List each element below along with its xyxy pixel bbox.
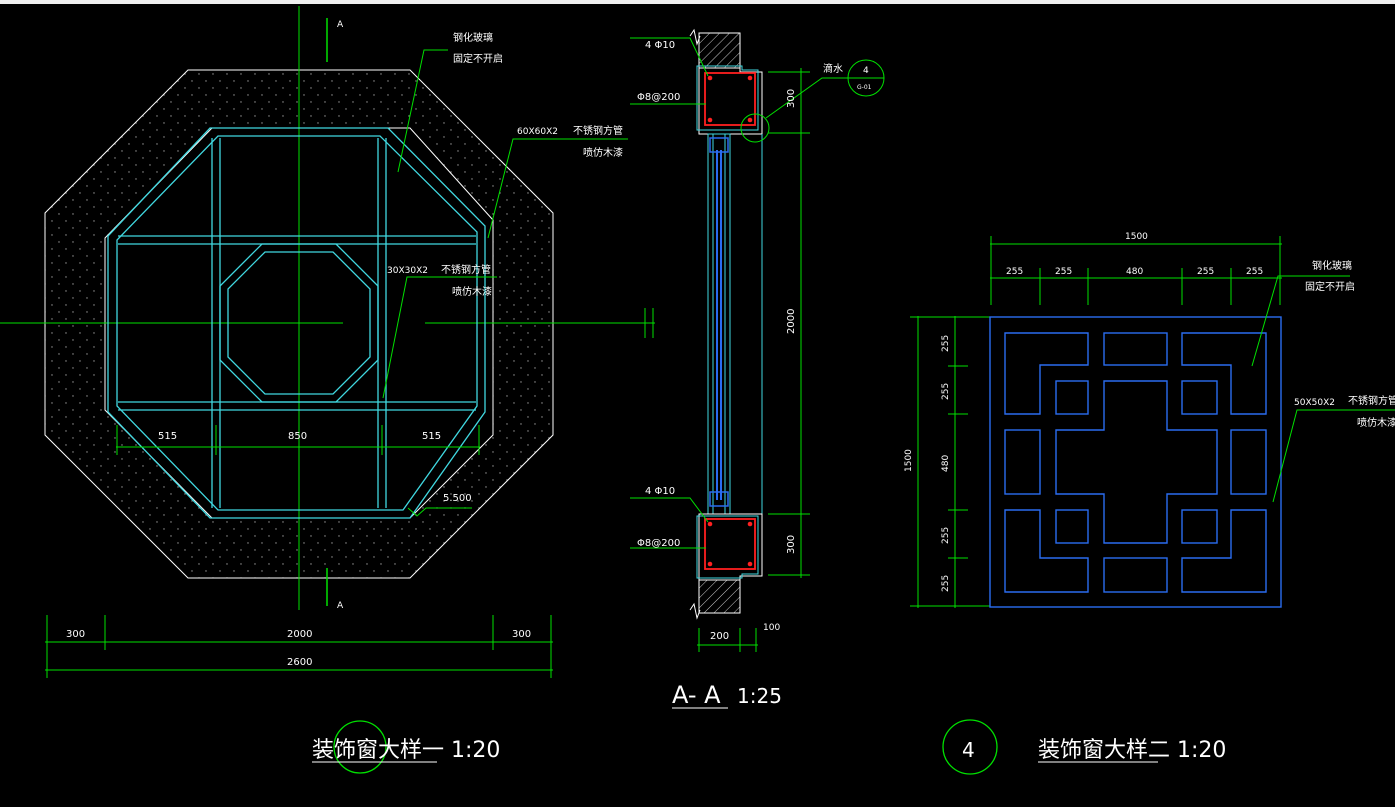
leader-tube30 — [382, 276, 497, 399]
detail1-title: 装饰窗大样一 1:20 — [312, 738, 500, 763]
leader-glass — [397, 49, 448, 173]
section-dim-mid: 2000 — [786, 309, 797, 334]
break-line-top — [689, 28, 701, 46]
dim-inner-left: 515 — [158, 431, 177, 442]
top-wall-hatch — [698, 32, 741, 69]
dim-top-total: 1500 — [1125, 232, 1148, 242]
dim-inner-mid: 850 — [288, 431, 307, 442]
section-title-scale: 1:25 — [737, 684, 782, 708]
rebar-top-label: 4 Φ10 — [645, 40, 675, 51]
elevation-value: 5.500 — [443, 493, 472, 504]
dim-top-4: 255 — [1197, 267, 1214, 277]
leader-tube60 — [487, 138, 628, 239]
top-beam-stirrup — [704, 72, 756, 126]
viewport-top-border — [0, 0, 1395, 4]
leader-drip — [765, 77, 848, 119]
bottom-beam-stirrup — [704, 518, 756, 570]
top-dimension-lines — [990, 236, 1282, 305]
left-dimension-lines — [910, 316, 990, 608]
section-dim-width: 200 — [710, 631, 729, 642]
section-letter-bottom: A — [337, 601, 344, 611]
dim-top-5: 255 — [1246, 267, 1263, 277]
dim-top-2: 255 — [1055, 267, 1072, 277]
window-profile — [707, 133, 763, 515]
dim-top-3: 480 — [1126, 267, 1143, 277]
note-tube30-size: 30X30X2 — [387, 266, 428, 276]
dim-inner-right: 515 — [422, 431, 441, 442]
note-tube30-line2: 喷仿木漆 — [452, 285, 492, 298]
dim-left-total: 1500 — [904, 449, 914, 472]
note-glass2-line1: 钢化玻璃 — [1312, 259, 1352, 272]
dim-total: 2600 — [287, 657, 312, 668]
leader-tube50 — [1272, 409, 1395, 503]
detail-callout-circle-small — [740, 113, 770, 143]
section-letter-top: A — [337, 20, 344, 30]
dim-left-2: 255 — [941, 383, 951, 400]
section-a-a: 4 Φ10 Φ8@200 4 Φ10 Φ8@200 滴水 4 G-01 300 … — [630, 28, 885, 709]
title-circle — [333, 720, 387, 774]
detail-square-window: 1500 255 255 480 255 255 1500 255 255 48… — [904, 232, 1395, 775]
lattice-pattern — [989, 316, 1282, 608]
top-beam-outline — [698, 67, 763, 135]
callout-number: 4 — [863, 66, 869, 76]
section-dim-offset: 100 — [763, 623, 780, 633]
break-line-bottom — [689, 602, 701, 620]
section-dim-top: 300 — [786, 89, 797, 108]
note-tube60-line2: 喷仿木漆 — [583, 146, 623, 159]
dim-left-5: 255 — [941, 575, 951, 592]
dim-left: 300 — [66, 629, 85, 640]
dim-right: 300 — [512, 629, 531, 640]
callout-sheet: G-01 — [857, 84, 872, 91]
section-horizontal-dimensions — [697, 628, 758, 652]
detail-octagon-window: A A 钢化玻璃 固定不开启 60X60X2 不锈钢方管 喷仿木漆 30X30X… — [0, 6, 655, 774]
leader-glass-2 — [1251, 275, 1350, 367]
leader-rebar-bottom — [630, 497, 709, 523]
bottom-wall-hatch — [698, 579, 741, 614]
top-beam-inner — [696, 65, 759, 131]
stirrup-top-label: Φ8@200 — [637, 92, 680, 103]
note-glass2-line2: 固定不开启 — [1305, 280, 1355, 293]
top-beam-rebars — [707, 75, 753, 123]
note-tube60-line1: 不锈钢方管 — [573, 124, 623, 137]
bottom-beam-rebars — [707, 521, 753, 567]
rebar-bottom-label: 4 Φ10 — [645, 486, 675, 497]
note-tube50-line1: 不锈钢方管 — [1348, 394, 1395, 407]
stirrup-bottom-label: Φ8@200 — [637, 538, 680, 549]
outer-frame-tube — [107, 127, 486, 519]
dim-top-1: 255 — [1006, 267, 1023, 277]
section-dim-bottom: 300 — [786, 535, 797, 554]
note-tube50-size: 50X50X2 — [1294, 398, 1335, 408]
detail2-number-circle — [942, 719, 998, 775]
dim-left-4: 255 — [941, 527, 951, 544]
dim-left-1: 255 — [941, 335, 951, 352]
elevation-marker — [407, 507, 472, 517]
note-drip: 滴水 — [823, 62, 843, 75]
bottom-dimension-lines — [45, 615, 553, 678]
leader-rebar-top — [630, 37, 709, 77]
note-tube50-line2: 喷仿木漆 — [1357, 416, 1395, 429]
note-tube60-size: 60X60X2 — [517, 127, 558, 137]
detail2-number: 4 — [962, 738, 975, 762]
note-tube30-line1: 不锈钢方管 — [441, 263, 491, 276]
bottom-beam-inner — [696, 515, 759, 579]
inner-octagon-frame — [219, 243, 379, 403]
section-vertical-dimensions — [768, 68, 810, 578]
dim-left-3: 480 — [941, 455, 951, 472]
note-glass-line1: 钢化玻璃 — [453, 31, 493, 44]
inner-dimension-line — [116, 425, 480, 455]
note-glass-line2: 固定不开启 — [453, 52, 503, 65]
detail2-title: 装饰窗大样二 1:20 — [1038, 738, 1226, 763]
section-title-main: A- A — [672, 681, 721, 709]
dim-mid: 2000 — [287, 629, 312, 640]
